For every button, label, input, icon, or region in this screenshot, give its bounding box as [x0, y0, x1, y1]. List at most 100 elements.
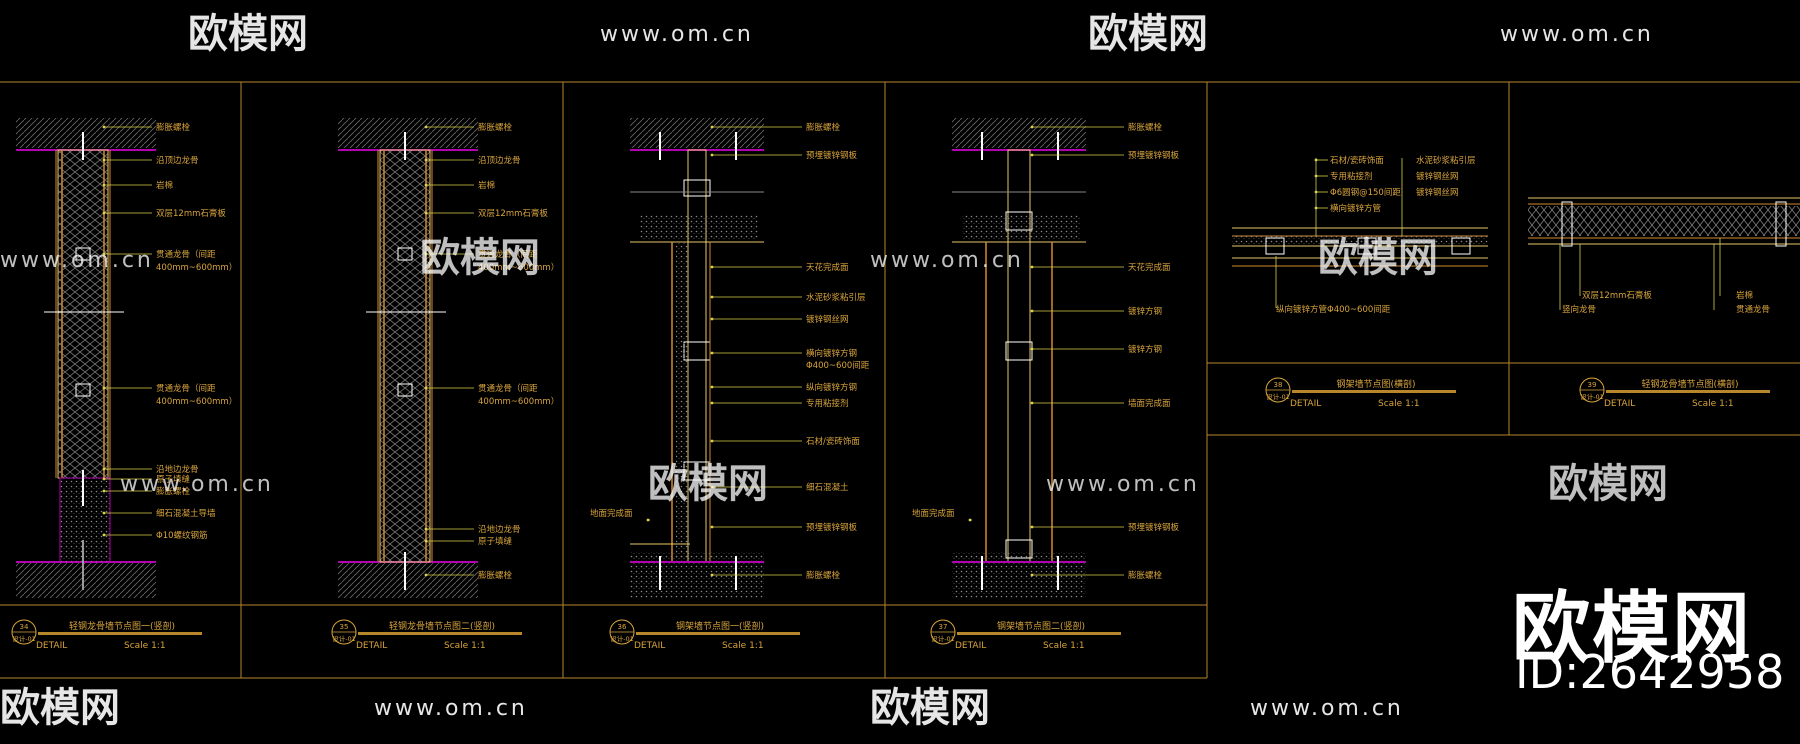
- detail-number: 35: [340, 623, 349, 631]
- callout-label: 纵向镀锌方钢: [806, 382, 857, 393]
- detail-title: 钢架墙节点图一(竖剖): [676, 620, 764, 632]
- panel-35-drawing: [338, 118, 478, 598]
- detail-number: 37: [939, 623, 948, 631]
- callout-label: 沿顶边龙骨: [156, 155, 199, 166]
- leader-dot: [102, 158, 106, 162]
- watermark-brand-3: 欧模网: [420, 235, 540, 281]
- callout-label: 膨胀螺栓: [1128, 122, 1163, 133]
- watermark-brand-large: 欧模网: [1512, 584, 1753, 674]
- scale-caption: Scale 1:1: [124, 641, 166, 651]
- detail-number: 34: [20, 623, 29, 631]
- leader-dot: [710, 153, 714, 157]
- leader-dot: [710, 573, 714, 577]
- scale-caption: Scale 1:1: [722, 641, 764, 651]
- callout-label: 贯通龙骨（间距: [478, 383, 538, 394]
- leader-dot: [102, 211, 106, 215]
- callout-label: 镀锌方钢: [1128, 306, 1162, 317]
- leader-dot: [1030, 125, 1034, 129]
- detail-caption: DETAIL: [1604, 399, 1635, 409]
- callout-label: 天花完成面: [1128, 262, 1171, 273]
- watermark-brand-2: 欧模网: [1088, 11, 1208, 57]
- leader-dot: [710, 525, 714, 529]
- callout-label: 膨胀螺栓: [806, 570, 841, 581]
- detail-caption: DETAIL: [36, 641, 67, 651]
- callout-label: 预埋镀锌钢板: [806, 150, 858, 161]
- callout-label: 细石混凝土: [806, 482, 849, 493]
- leader-dot: [1030, 525, 1034, 529]
- detail-caption: DETAIL: [634, 641, 665, 651]
- title-underline: [38, 632, 202, 635]
- watermark-url-1: www.om.cn: [600, 22, 754, 47]
- callout-label: 双层12mm石膏板: [156, 208, 226, 219]
- callout-label: 原子填缝: [156, 474, 191, 485]
- callout-label: 地面完成面: [912, 508, 955, 519]
- leader-dot: [424, 386, 428, 390]
- detail-caption: DETAIL: [1290, 399, 1321, 409]
- watermark-url-3: www.om.cn: [0, 248, 154, 273]
- detail-title: 轻钢龙骨墙节点图(横剖): [1641, 378, 1738, 390]
- leader-dot: [102, 252, 106, 256]
- watermark-url-6: www.om.cn: [1046, 472, 1200, 497]
- detail-title: 轻钢龙骨墙节点图一(竖剖): [69, 620, 175, 632]
- leader-dot: [102, 533, 106, 537]
- leader-dot: [1030, 309, 1034, 313]
- leader-dot: [710, 125, 714, 129]
- leader-dot: [710, 485, 714, 489]
- watermark-brand-1: 欧模网: [188, 11, 308, 57]
- sheet-reference: 设计-01: [12, 634, 36, 643]
- leader-dot: [102, 467, 106, 471]
- callout-label: 膨胀螺栓: [156, 122, 191, 133]
- callout-label: 预埋镀锌钢板: [806, 522, 858, 533]
- leader-dot: [1030, 265, 1034, 269]
- callout-label: 镀锌方钢: [1128, 344, 1162, 355]
- watermark-url-2: www.om.cn: [1500, 22, 1654, 47]
- callout-label: 沿地边龙骨: [156, 464, 199, 475]
- sheet-reference: 设计-01: [332, 634, 356, 643]
- leader-dot: [102, 386, 106, 390]
- callout-label: 原子填缝: [478, 536, 513, 547]
- callout-label: 竖向龙骨: [1562, 304, 1596, 315]
- callout-label: 400mm~600mm）: [156, 262, 237, 273]
- callout-label: 沿顶边龙骨: [478, 155, 521, 166]
- detail-title: 钢架墙节点图(横剖): [1336, 378, 1415, 390]
- watermark-id: ID:2642958: [1515, 645, 1785, 699]
- detail-number: 38: [1274, 381, 1283, 389]
- leader-dot: [424, 183, 428, 187]
- sheet-reference: 设计-01: [931, 634, 955, 643]
- callout-label: 岩棉: [156, 180, 173, 191]
- leader-dot: [424, 125, 428, 129]
- callout-label: 天花完成面: [806, 262, 849, 273]
- callout-label: 专用粘接剂: [1330, 171, 1373, 182]
- callout-label: 石材/瓷砖饰面: [806, 436, 860, 447]
- panel-36-drawing: [630, 118, 764, 598]
- panel-39-drawing: [1528, 197, 1800, 247]
- watermark-brand-4: 欧模网: [1318, 235, 1438, 281]
- sheet-reference: 设计-01: [610, 634, 634, 643]
- title-underline: [358, 632, 522, 635]
- callout-label: Φ6圆钢@150间距: [1330, 187, 1401, 198]
- scale-caption: Scale 1:1: [1043, 641, 1085, 651]
- callout-label: 400mm~600mm）: [478, 396, 559, 407]
- leader-dot: [710, 439, 714, 443]
- leader-dot: [710, 317, 714, 321]
- callout-label: 膨胀螺栓: [478, 570, 513, 581]
- leader-dot: [1030, 347, 1034, 351]
- callout-label: 横向镀锌方钢: [806, 348, 857, 359]
- callout-label: 镀锌钢丝网: [806, 314, 849, 325]
- callout-label: 预埋镀锌钢板: [1128, 150, 1180, 161]
- leader-dot: [424, 211, 428, 215]
- leader-dot: [102, 183, 106, 187]
- leader-dot: [1030, 401, 1034, 405]
- callout-label: 横向镀锌方管: [1330, 203, 1381, 214]
- callout-label: 地面完成面: [590, 508, 633, 519]
- callout-label: 膨胀螺栓: [478, 122, 513, 133]
- callout-label: 膨胀螺栓: [156, 486, 191, 497]
- panel-frames: [0, 81, 1800, 679]
- leader-dot: [424, 158, 428, 162]
